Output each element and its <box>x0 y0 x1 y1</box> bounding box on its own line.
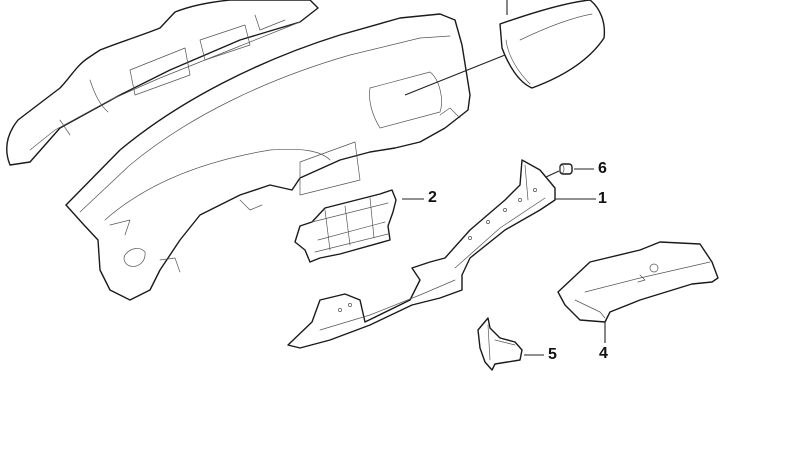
leader-line <box>404 54 506 96</box>
callout-6: 6 <box>598 160 607 177</box>
callout-2: 2 <box>428 189 437 206</box>
callout-4: 4 <box>599 345 608 362</box>
leader-line <box>545 170 560 178</box>
part-5-bracket <box>477 317 523 371</box>
part-1-trim-strip <box>287 159 556 349</box>
part-4-cover <box>557 241 719 323</box>
instrument-panel <box>65 13 471 301</box>
part-6-buffer <box>559 163 573 175</box>
callout-5: 5 <box>548 346 557 363</box>
callout-1: 1 <box>598 190 607 207</box>
upper-dash-cover <box>6 0 319 166</box>
part-2-bracket <box>294 189 397 263</box>
airbag-cover <box>499 0 606 89</box>
